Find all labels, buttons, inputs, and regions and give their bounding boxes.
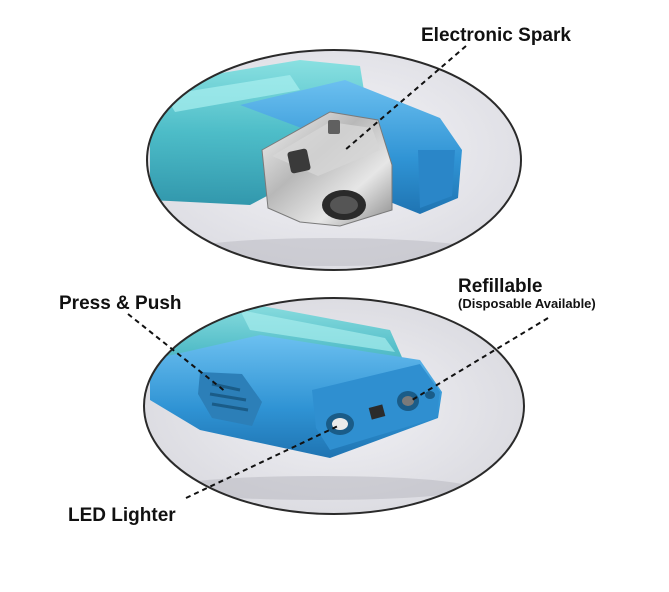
led-lighter-label: LED Lighter xyxy=(68,505,176,526)
electronic-spark-label: Electronic Spark xyxy=(421,25,571,46)
disposable-available-label: (Disposable Available) xyxy=(458,296,596,311)
led-lighter-callout-line xyxy=(185,425,339,499)
top-oval-photo xyxy=(146,49,522,271)
bottom-oval-photo xyxy=(143,297,525,515)
refillable-label: Refillable xyxy=(458,276,543,297)
press-push-callout-line xyxy=(127,313,227,393)
press-push-label: Press & Push xyxy=(59,293,182,314)
